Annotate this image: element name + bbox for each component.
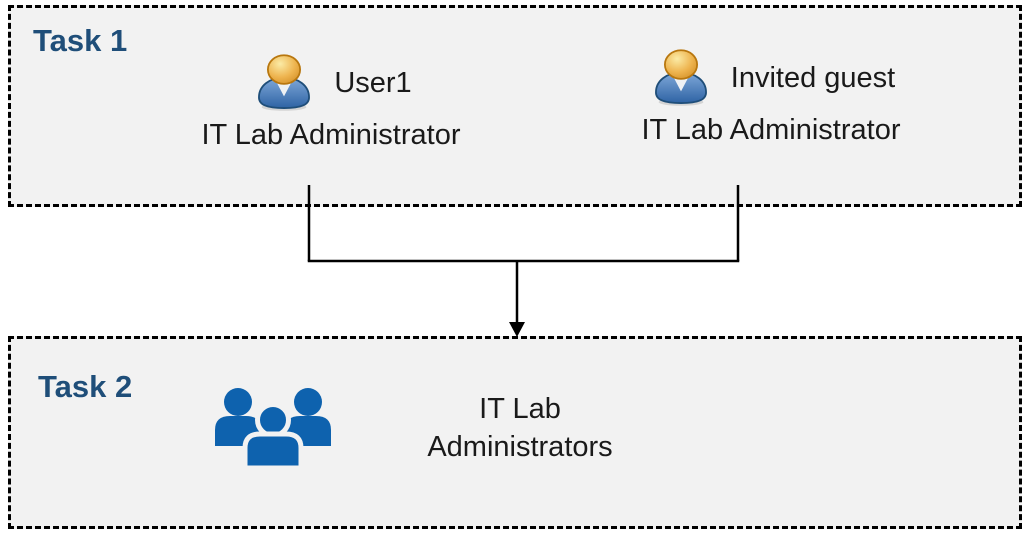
user-name: User1	[334, 67, 412, 99]
task1-label: Task 1	[33, 23, 128, 58]
task1-box: Task 1 User1 IT Lab Administrator	[8, 5, 1022, 207]
person-icon	[647, 48, 715, 108]
user-role: IT Lab Administrator	[201, 119, 461, 151]
people-group-icon	[213, 383, 333, 487]
group-name-line1: IT Lab	[479, 393, 561, 425]
user-role: IT Lab Administrator	[641, 114, 901, 146]
person-icon	[250, 53, 318, 113]
task2-box: Task 2	[8, 336, 1022, 529]
task2-label: Task 2	[38, 369, 133, 404]
invited-guest-group: Invited guest IT Lab Administrator	[571, 48, 971, 147]
user-name: Invited guest	[730, 62, 896, 94]
group-name: IT Lab Administrators	[370, 390, 670, 466]
group-name-line2: Administrators	[427, 431, 613, 463]
user1-group: User1 IT Lab Administrator	[136, 53, 526, 152]
